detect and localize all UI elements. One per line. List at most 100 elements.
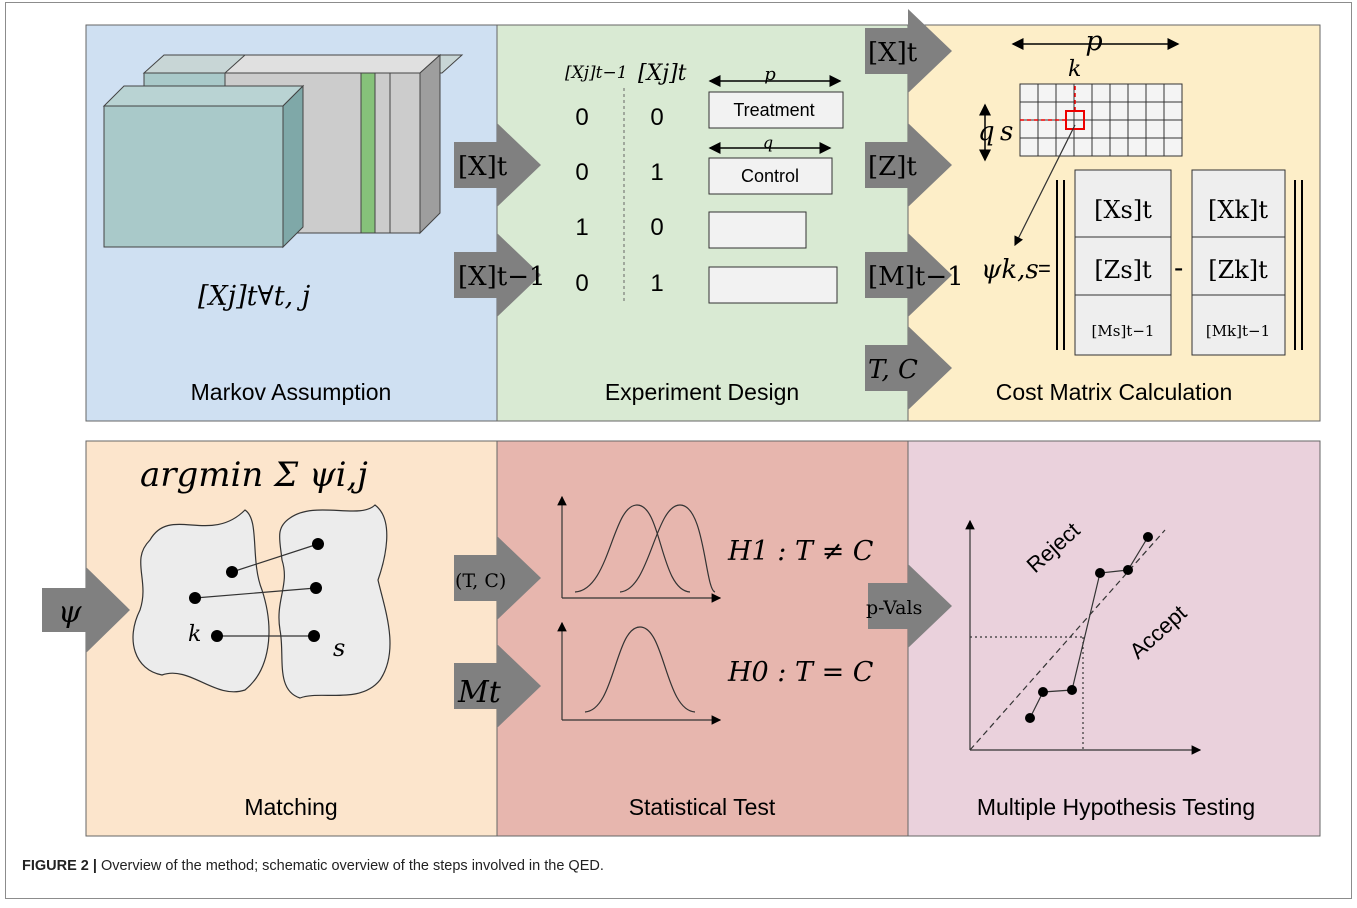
grid-cell [1145,137,1165,157]
grid-cell [1127,119,1147,139]
arrow-mt1-to-cost: [M]t−1 [865,233,964,317]
grid-cell [1163,83,1183,103]
empty-box-2 [708,266,838,304]
vector-k: [Xk]t [Zk]t [Mk]t−1 [1191,169,1286,356]
grid-cell [1037,83,1057,103]
treatment-box [708,91,844,129]
row-3-prev: 1 [575,214,588,241]
vector-s: [Xs]t [Zs]t [Ms]t−1 [1074,169,1172,356]
plot-h1 [557,495,722,603]
arrow-tc-to-stat: (T, C) [454,536,541,620]
row-4-prev: 0 [575,270,588,297]
cost-k-label: k [1068,57,1081,82]
grid-cell [1073,137,1093,157]
grid-cell [1037,119,1057,139]
empty-box-1 [708,211,807,249]
arrow-label-pvals: p-Vals [866,597,922,619]
grid-cell [1091,101,1111,121]
grid-cell [1091,119,1111,139]
row-3-curr: 0 [650,214,663,241]
arrow-label-zt: [Z]t [868,152,917,182]
vector-k-x: [Xk]t [1208,196,1268,224]
arrow-mt-to-stat: Mt [454,644,541,728]
row-2-prev: 0 [575,159,588,186]
row-2-curr: 1 [650,159,663,186]
green-bar [360,72,376,234]
control-label: Control [741,166,799,186]
caption-text: Overview of the method; schematic overvi… [100,858,604,874]
grid-cell [1109,137,1129,157]
grid-cell [1019,101,1039,121]
psi-ks: ψk,s [981,255,1039,285]
blob-left [132,509,270,693]
panel-experiment-design [496,24,909,422]
h0-label: H0 : T = C [727,657,874,688]
arrow-psi-to-matching: ψ [42,567,130,653]
grid-cell [1163,101,1183,121]
mht-axes [965,519,1202,755]
grid-cell [1109,119,1129,139]
control-q-label: q [763,133,773,152]
control-box [708,157,833,195]
multiple-title: Multiple Hypothesis Testing [977,794,1255,820]
plot-h0 [557,621,722,725]
binary-rows: 0 0 0 1 1 0 0 1 [575,104,663,297]
grid-cell [1037,137,1057,157]
grid-cell [1055,83,1075,103]
row-1-prev: 0 [575,104,588,131]
arrow-xt1-to-experiment: [X]t−1 [454,233,546,317]
statistical-title: Statistical Test [629,794,776,820]
matching-points [189,538,324,642]
arrow-xt-to-cost: [X]t [865,9,952,93]
selected-cell [1065,110,1085,130]
panel-multiple-hypothesis [907,440,1321,837]
grid-cell [1163,137,1183,157]
cost-s-label: s [1000,117,1013,147]
grid-cell [1037,101,1057,121]
arrow-label-tc: T, C [868,355,918,385]
row-4-curr: 1 [650,270,663,297]
matching-s-label: s [333,634,345,662]
vector-s-x: [Xs]t [1094,196,1152,224]
matching-k-label: k [188,622,201,647]
grid-cell [1127,83,1147,103]
grid-cell [1019,83,1039,103]
matching-title: Matching [244,794,337,820]
arrow-pvals: p-Vals [866,564,952,648]
grid-cell [1091,83,1111,103]
grid-cell [1145,101,1165,121]
arrow-tc-to-cost: T, C [865,326,952,410]
markov-formula: [Xj]t∀t, j [198,281,310,312]
h1-label: H1 : T ≠ C [727,536,874,567]
figure-frame [5,2,1352,899]
matching-formula: argmin Σ ψi,j [140,455,368,495]
treatment-label: Treatment [733,100,814,120]
grid-cell [1073,83,1093,103]
mht-points [1025,532,1153,723]
arrow-label-xt-cost: [X]t [868,38,918,68]
arrow-label-xt: [X]t [458,152,508,182]
arrow-xt-to-experiment: [X]t [454,123,541,207]
grid-cell [1127,101,1147,121]
arrow-label-tc-stat: (T, C) [455,570,506,592]
grid-cell [1019,119,1039,139]
grid-cell [1091,137,1111,157]
cost-equals: = [1038,256,1051,281]
blob-right [278,504,391,699]
vector-s-m: [Ms]t−1 [1092,322,1155,340]
arrow-label-mt1: [M]t−1 [868,262,964,292]
grid-cell [1163,119,1183,139]
experiment-title: Experiment Design [605,379,799,405]
grid-cell [1127,137,1147,157]
cost-q-label: q [978,117,995,147]
grid-cell [1109,101,1129,121]
grid-cell [1055,137,1075,157]
grid-cell [1019,137,1039,157]
grid-cell [1145,119,1165,139]
arrow-label-mt: Mt [457,675,502,710]
caption-label: FIGURE 2 | [22,858,97,874]
cost-minus: - [1174,252,1183,283]
treatment-p-label: p [764,64,776,85]
